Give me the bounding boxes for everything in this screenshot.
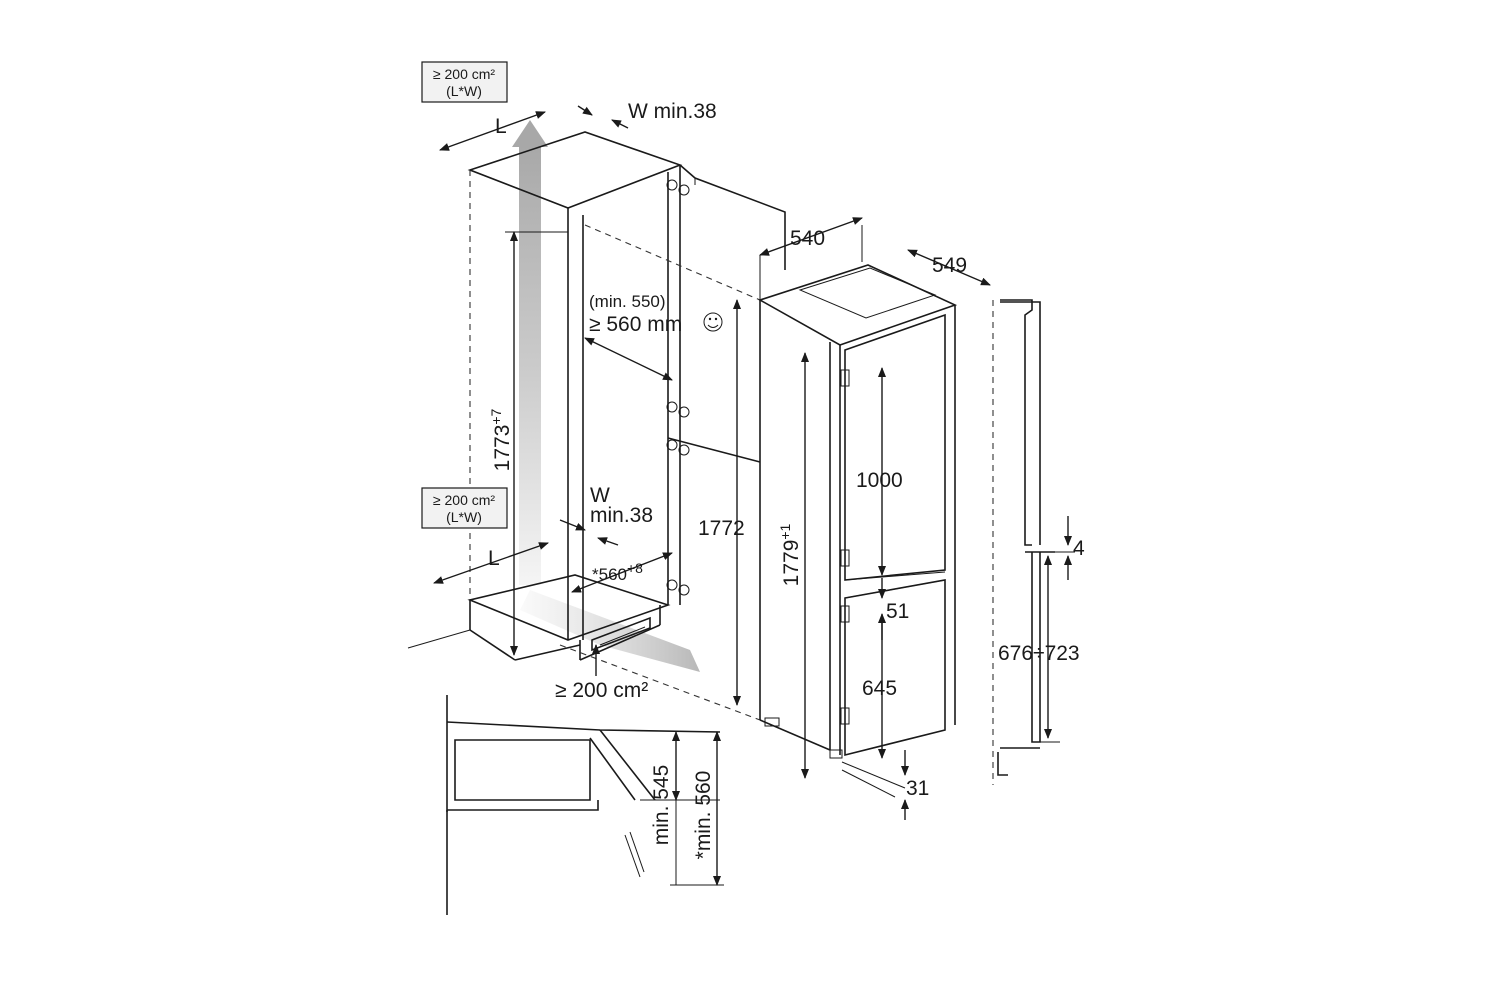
- label-depth-549: 549: [932, 254, 967, 277]
- label-upper-door: 1000: [856, 469, 903, 492]
- label-bottom-31: 31: [906, 777, 929, 800]
- label-w-min-top: W min.38: [628, 100, 717, 123]
- label-door-range: 676÷723: [998, 642, 1080, 665]
- vent-mid-line2: (L*W): [446, 509, 482, 525]
- door-panel-profile: [992, 299, 1060, 785]
- airflow-floor-arrow: [520, 590, 700, 672]
- hinge-mid: [666, 401, 690, 456]
- side-section: [446, 695, 721, 915]
- label-w-mid: W: [590, 484, 610, 507]
- smiley-icon: [703, 312, 723, 332]
- hinge-bottom: [666, 579, 690, 596]
- vent-top-line2: (L*W): [446, 83, 482, 99]
- label-niche-depth-min: (min. 550): [589, 292, 666, 311]
- label-L-top: L: [495, 115, 507, 138]
- hinge-top: [666, 179, 690, 196]
- projection-lines: [559, 224, 761, 721]
- label-width-540: 540: [790, 227, 825, 250]
- dimension-lines: [433, 105, 1075, 886]
- label-L-bottom: L: [488, 547, 500, 570]
- label-niche-width: *560+8: [592, 560, 643, 584]
- vent-mid-line1: ≥ 200 cm²: [433, 492, 495, 508]
- label-vent-bottom: ≥ 200 cm²: [555, 679, 648, 702]
- vent-top-line1: ≥ 200 cm²: [433, 66, 495, 82]
- label-w-min-mid: min.38: [590, 504, 653, 527]
- label-niche-height: 1773+7: [488, 408, 514, 471]
- appliance: [758, 225, 958, 759]
- label-side-min-560: *min. 560: [692, 771, 715, 860]
- vent-label-top: ≥ 200 cm² (L*W): [421, 61, 508, 103]
- airflow-up-arrow: [512, 120, 548, 585]
- label-gap-4: 4: [1073, 537, 1085, 560]
- label-side-min-545: min. 545: [650, 765, 673, 846]
- vent-label-mid: ≥ 200 cm² (L*W): [421, 487, 508, 529]
- label-gap-51: 51: [886, 600, 909, 623]
- label-niche-depth: ≥ 560 mm: [589, 313, 682, 336]
- label-height-1772: 1772: [698, 517, 745, 540]
- label-lower-door: 645: [862, 677, 897, 700]
- label-appliance-height: 1779+1: [777, 523, 803, 586]
